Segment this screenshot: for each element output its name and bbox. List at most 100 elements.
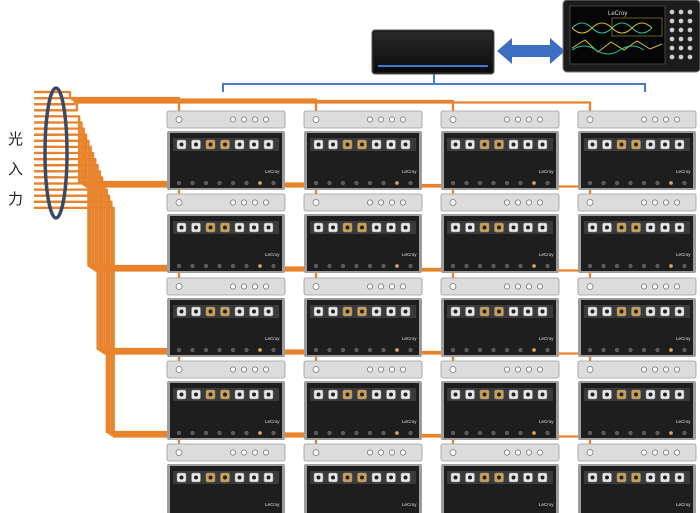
module-brand-label: LeCroy <box>539 419 554 424</box>
module-top-unit <box>577 443 697 462</box>
fiber-port-icon <box>586 449 594 456</box>
status-led-icon <box>230 180 235 185</box>
fiber-port-icon <box>449 366 457 373</box>
status-led-icon <box>669 348 674 353</box>
indicator-dot-icon <box>526 116 532 123</box>
module-top-unit <box>440 277 560 296</box>
status-led-icon <box>532 348 537 353</box>
indicator-dot-icon <box>230 366 236 373</box>
status-led-icon <box>314 264 319 269</box>
indicator-dot-icon <box>515 366 521 373</box>
status-led-icon <box>258 348 263 353</box>
status-led-icon <box>491 180 496 185</box>
indicator-dot-icon <box>526 283 532 290</box>
fiber-line <box>34 200 455 452</box>
indicator-dot-icon <box>641 449 647 456</box>
acquisition-module: LeCroy <box>440 110 560 190</box>
status-led-icon <box>176 180 181 185</box>
fiber-port-icon <box>312 116 320 123</box>
fiber-line <box>34 188 181 452</box>
status-led-icon <box>381 431 386 436</box>
module-top-unit <box>440 443 560 462</box>
scope-knob-icon <box>678 36 684 42</box>
status-led-icon <box>381 180 386 185</box>
acquisition-module: LeCroy <box>440 193 560 273</box>
scope-knob-icon <box>678 9 684 15</box>
module-brand-label: LeCroy <box>265 336 280 341</box>
scope-knob-icon <box>669 36 675 42</box>
status-led-icon <box>532 180 537 185</box>
indicator-dot-icon <box>537 283 543 290</box>
status-led-icon <box>642 348 647 353</box>
indicator-dot-icon <box>241 116 247 123</box>
status-led-icon <box>176 431 181 436</box>
fiber-port-icon <box>586 116 594 123</box>
scope-knob-icon <box>669 9 675 15</box>
status-led-icon <box>615 180 620 185</box>
indicator-dot-icon <box>252 366 258 373</box>
module-top-unit <box>440 193 560 212</box>
fiber-line <box>34 151 455 286</box>
scope-knob-icon <box>687 18 693 24</box>
fiber-line <box>34 176 455 369</box>
fiber-port-icon <box>175 116 183 123</box>
module-brand-label: LeCroy <box>676 252 691 257</box>
indicator-dot-icon <box>367 116 373 123</box>
status-led-icon <box>203 264 208 269</box>
acquisition-module: LeCroy <box>440 443 560 513</box>
fiber-line <box>34 145 318 286</box>
status-led-icon <box>271 264 276 269</box>
fiber-port-icon <box>312 449 320 456</box>
status-led-icon <box>217 348 222 353</box>
scope-brand: LeCroy <box>608 11 627 17</box>
status-led-icon <box>518 348 523 353</box>
indicator-dot-icon <box>389 283 395 290</box>
fiber-port-icon <box>175 283 183 290</box>
input-label-2: 入 <box>8 160 24 178</box>
module-brand-label: LeCroy <box>539 336 554 341</box>
status-led-icon <box>327 348 332 353</box>
status-led-icon <box>588 431 593 436</box>
status-led-icon <box>408 348 413 353</box>
indicator-dot-icon <box>400 366 406 373</box>
indicator-dot-icon <box>241 366 247 373</box>
status-led-icon <box>628 431 633 436</box>
module-top-unit <box>440 360 560 379</box>
indicator-dot-icon <box>537 449 543 456</box>
scope-knob-icon <box>687 54 693 60</box>
status-led-icon <box>354 180 359 185</box>
indicator-dot-icon <box>504 283 510 290</box>
fiber-line <box>34 182 592 369</box>
indicator-dot-icon <box>504 366 510 373</box>
indicator-dot-icon <box>389 366 395 373</box>
indicator-dot-icon <box>378 283 384 290</box>
oscilloscope-icon: LeCroy <box>562 0 700 73</box>
module-top-unit <box>577 360 697 379</box>
indicator-dot-icon <box>378 116 384 123</box>
module-brand-label: LeCroy <box>265 419 280 424</box>
fiber-port-icon <box>586 199 594 206</box>
scope-knob-icon <box>678 18 684 24</box>
module-brand-label: LeCroy <box>402 252 417 257</box>
module-brand-label: LeCroy <box>676 502 691 507</box>
module-top-unit <box>166 443 286 462</box>
status-led-icon <box>190 180 195 185</box>
status-led-icon <box>518 431 523 436</box>
status-led-icon <box>451 348 456 353</box>
module-top-unit <box>303 360 423 379</box>
status-led-icon <box>408 264 413 269</box>
status-led-icon <box>341 431 346 436</box>
indicator-dot-icon <box>674 116 680 123</box>
module-top-unit <box>577 277 697 296</box>
indicator-dot-icon <box>241 449 247 456</box>
scope-knob-icon <box>678 27 684 33</box>
indicator-dot-icon <box>652 366 658 373</box>
module-brand-label: LeCroy <box>402 169 417 174</box>
status-led-icon <box>327 180 332 185</box>
status-led-icon <box>230 431 235 436</box>
scope-knob-icon <box>687 27 693 33</box>
status-led-icon <box>588 348 593 353</box>
status-led-icon <box>451 180 456 185</box>
status-led-icon <box>478 180 483 185</box>
